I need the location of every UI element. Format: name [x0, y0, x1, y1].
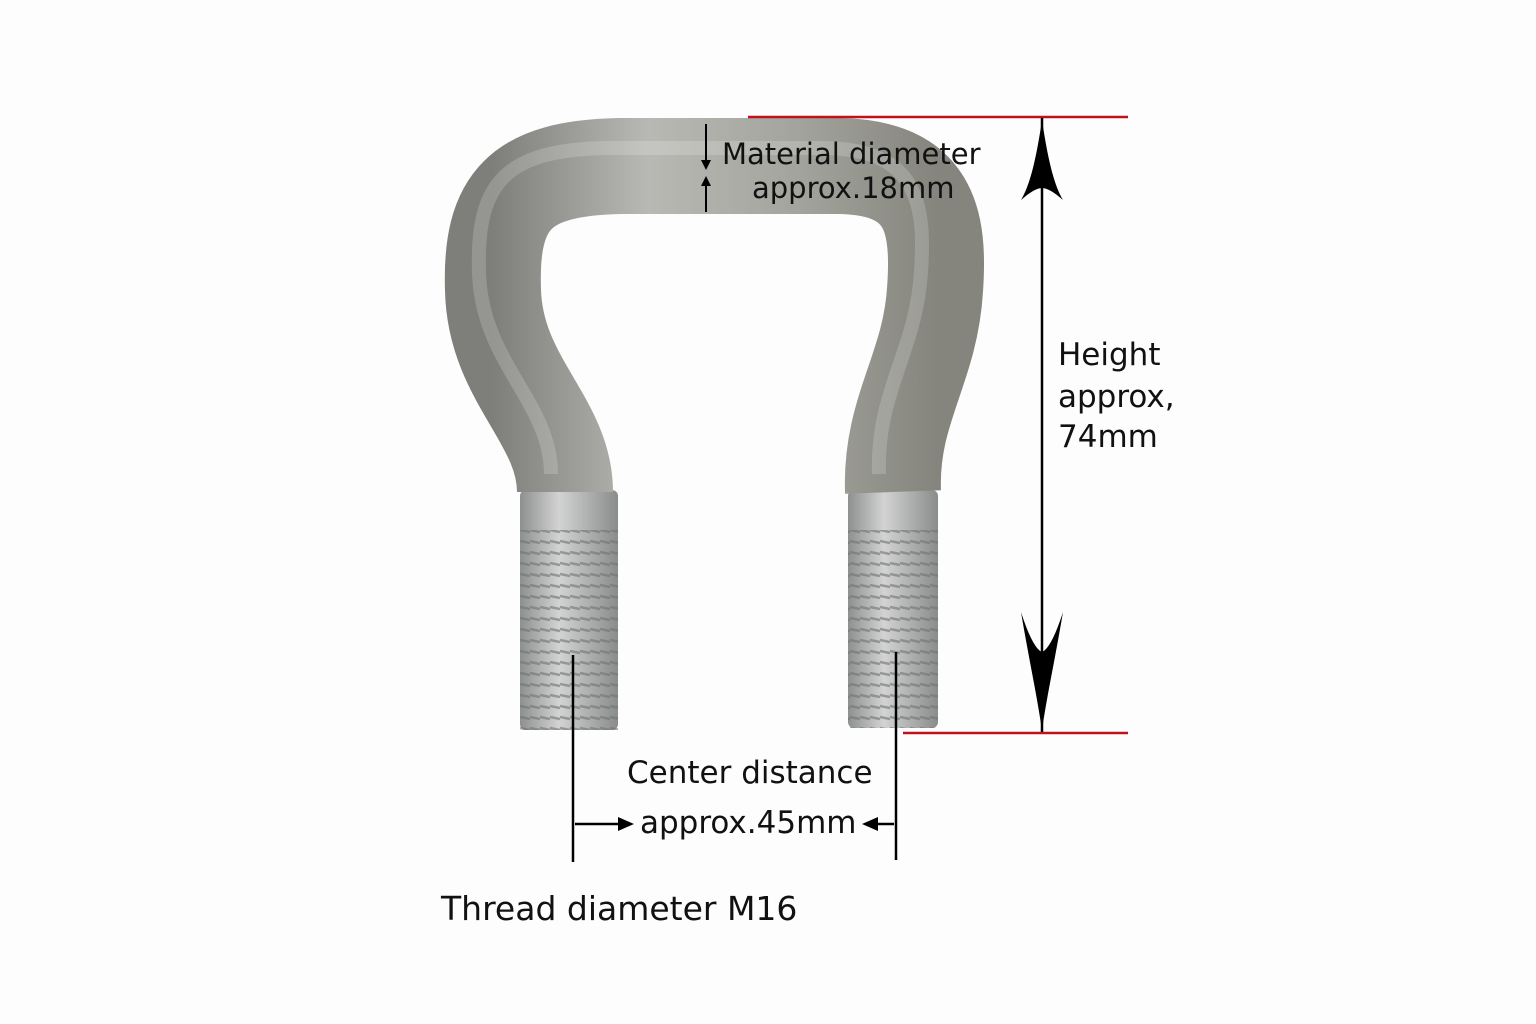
right-threaded-leg: [848, 490, 938, 728]
material-diameter-arrows: [701, 124, 711, 212]
material-diameter-value: approx.18mm: [752, 171, 955, 205]
material-diameter-label: Material diameter: [722, 137, 981, 171]
left-threaded-leg: [520, 490, 618, 730]
center-distance-dimension: [571, 652, 898, 862]
height-approx-label: approx,: [1058, 379, 1175, 415]
u-bolt-rod: [444, 118, 985, 495]
center-distance-value: approx.45mm: [640, 805, 857, 841]
height-dimension-arrow: [1021, 118, 1063, 732]
height-value: 74mm: [1058, 419, 1158, 455]
thread-diameter-label: Thread diameter M16: [441, 889, 798, 928]
height-label: Height: [1058, 337, 1161, 373]
center-distance-label: Center distance: [627, 755, 873, 791]
